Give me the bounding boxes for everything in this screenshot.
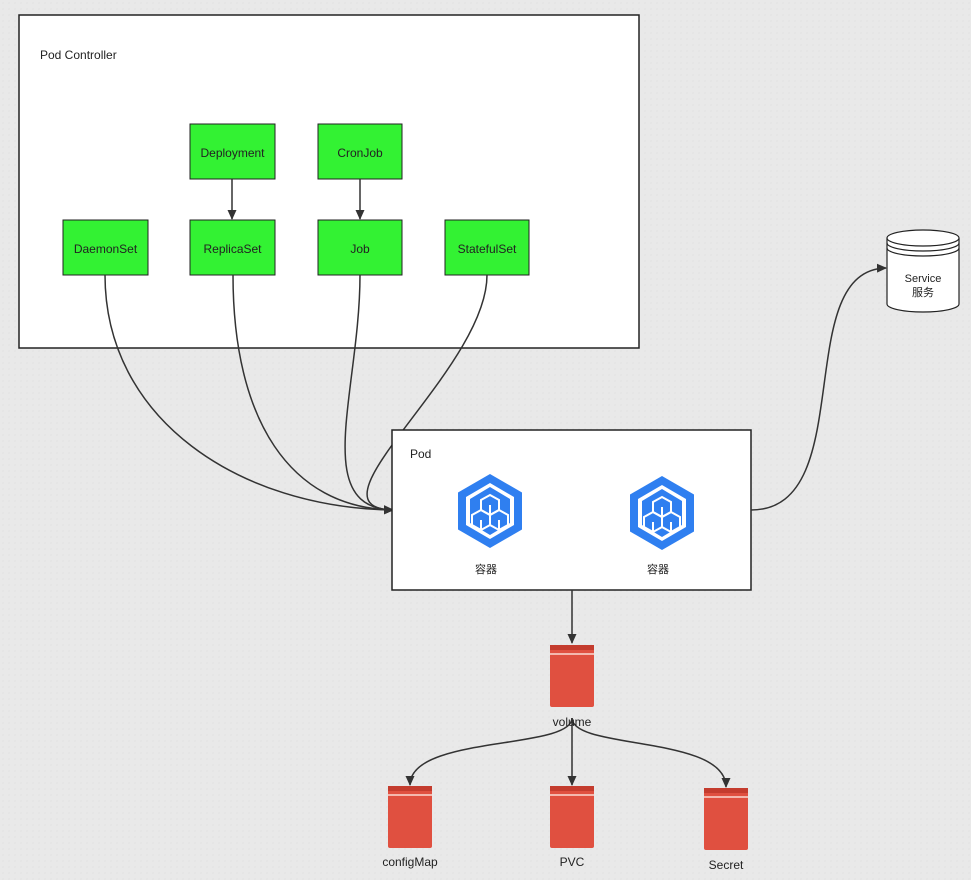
container-1[interactable]: 容器 [457,473,523,576]
service-label-line1: Service [905,273,942,285]
volume-icon[interactable]: volume [550,645,594,729]
statefulset-label: StatefulSet [458,242,517,256]
container-2-label: 容器 [647,562,669,576]
cronjob-label: CronJob [337,146,383,160]
replicaset-label: ReplicaSet [203,242,262,256]
edge-replicaset-pod [232,274,394,515]
deployment-label: Deployment [200,146,265,160]
edge-volume-configmap [405,717,573,786]
cronjob-node[interactable]: CronJob [317,123,403,180]
job-node[interactable]: Job [317,219,403,276]
job-label: Job [350,242,370,256]
service-label-line2: 服务 [912,286,934,299]
service-database-icon[interactable]: Service 服务 [886,229,960,313]
edge-job-pod [344,274,394,515]
statefulset-node[interactable]: StatefulSet [444,219,530,276]
pvc-label: PVC [560,855,585,869]
configmap-icon[interactable]: configMap [382,786,438,869]
daemonset-node[interactable]: DaemonSet [62,219,149,276]
edge-volume-secret [571,717,731,788]
secret-label: Secret [709,858,744,872]
pvc-icon[interactable]: PVC [550,786,594,869]
pod-frame[interactable] [391,429,752,591]
daemonset-label: DaemonSet [74,242,138,256]
volume-label: volume [553,715,592,729]
container-1-label: 容器 [475,562,497,576]
replicaset-node[interactable]: ReplicaSet [189,219,276,276]
pod-title: Pod [410,447,431,461]
secret-icon[interactable]: Secret [704,788,748,872]
edge-pod-service [750,263,887,511]
pod-controller-title: Pod Controller [40,48,117,62]
container-2[interactable]: 容器 [629,475,695,576]
deployment-node[interactable]: Deployment [189,123,276,180]
configmap-label: configMap [382,855,438,869]
edge-daemonset-pod [104,274,394,515]
edge-statefulset-pod [366,274,488,515]
pod-controller-frame[interactable] [18,14,640,349]
